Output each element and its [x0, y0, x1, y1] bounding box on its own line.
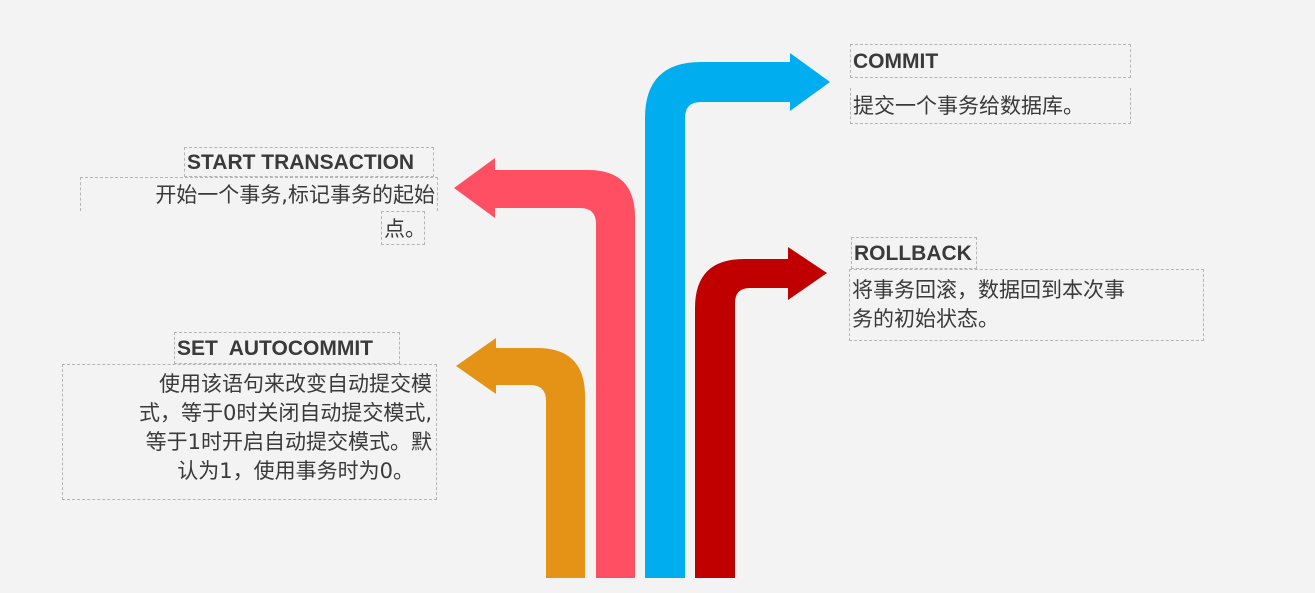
set-autocommit-desc-line-4: 认为1，使用事务时为0。: [177, 459, 414, 483]
start-transaction-title: START TRANSACTION: [184, 147, 434, 177]
set-autocommit-title: SET AUTOCOMMIT: [174, 332, 400, 364]
set-autocommit-desc-line-3: 等于1时开启自动提交模式。默: [145, 430, 432, 454]
rollback-desc-line-1: 将事务回滚，数据回到本次事: [852, 278, 1125, 302]
commit-title: COMMIT: [850, 44, 1131, 78]
set-autocommit-description: 使用该语句来改变自动提交模 式，等于0时关闭自动提交模式, 等于1时开启自动提交…: [62, 364, 437, 500]
commit-description: 提交一个事务给数据库。: [850, 88, 1131, 124]
set-autocommit-desc-line-2: 式，等于0时关闭自动提交模式,: [138, 401, 432, 425]
rollback-desc-line-2: 务的初始状态。: [852, 307, 999, 331]
commit-arrow: [645, 53, 830, 578]
start-transaction-description-tail: 点。: [381, 211, 426, 245]
rollback-description: 将事务回滚，数据回到本次事 务的初始状态。: [849, 269, 1204, 341]
start-transaction-arrow: [454, 158, 635, 578]
start-transaction-desc-line-1: 开始一个事务,标记事务的起始: [155, 183, 435, 207]
set-autocommit-desc-line-1: 使用该语句来改变自动提交模: [159, 372, 432, 396]
start-transaction-description: 开始一个事务,标记事务的起始: [80, 177, 438, 211]
rollback-title: ROLLBACK: [851, 237, 977, 269]
rollback-arrow: [695, 247, 827, 578]
set-autocommit-arrow: [456, 338, 585, 578]
